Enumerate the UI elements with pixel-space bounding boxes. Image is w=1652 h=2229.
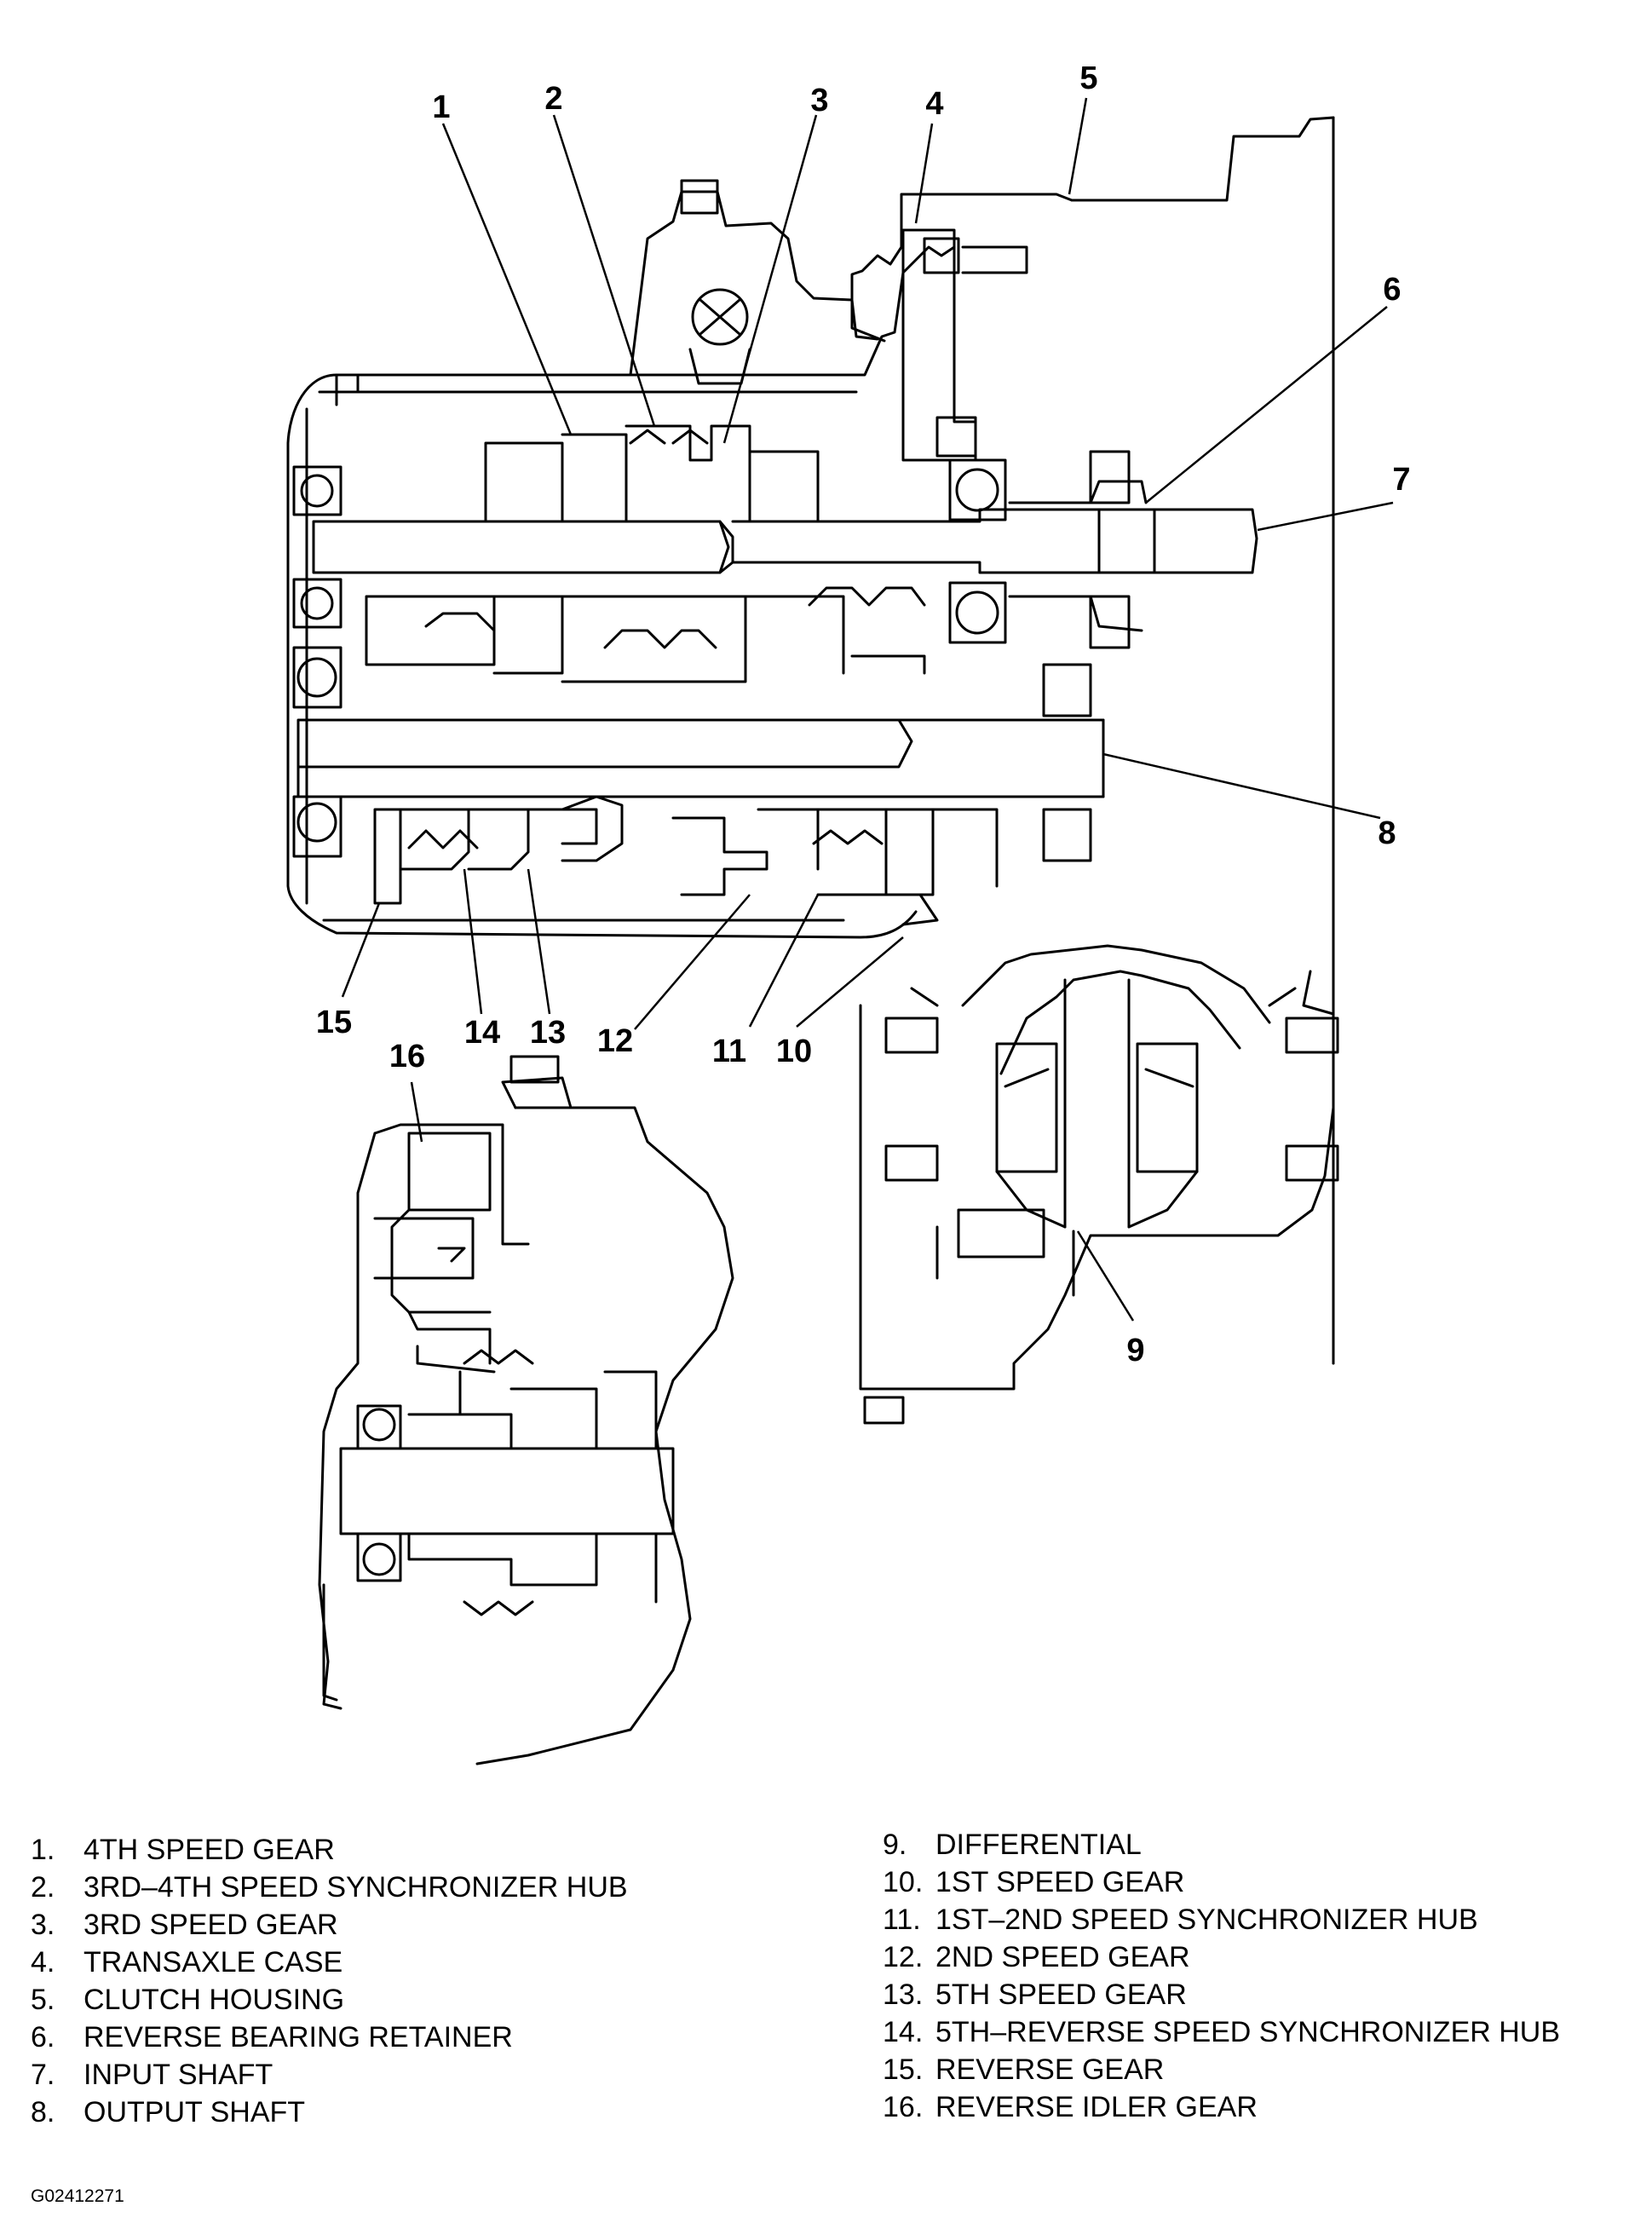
callout-7: 7 — [1392, 462, 1411, 498]
legend-number: 5. — [31, 1984, 55, 2016]
legend-label: 1ST SPEED GEAR — [935, 1866, 1185, 1898]
callout-3: 3 — [810, 83, 829, 118]
legend-item: 16. REVERSE IDLER GEAR — [883, 2091, 1258, 2124]
legend-label: OUTPUT SHAFT — [83, 2096, 306, 2128]
legend-number: 2. — [31, 1871, 55, 1904]
legend-label: 4TH SPEED GEAR — [83, 1834, 335, 1866]
legend-item: 13. 5TH SPEED GEAR — [883, 1978, 1187, 2012]
legend-label: 3RD SPEED GEAR — [83, 1909, 338, 1941]
legend-label: INPUT SHAFT — [83, 2059, 273, 2091]
legend-item: 9. DIFFERENTIAL — [883, 1829, 1142, 1862]
legend-number: 8. — [31, 2096, 55, 2128]
legend-label: DIFFERENTIAL — [935, 1829, 1142, 1861]
legend-number: 13. — [883, 1978, 924, 2011]
legend-label: 1ST–2ND SPEED SYNCHRONIZER HUB — [935, 1904, 1478, 1936]
legend-number: 10. — [883, 1866, 924, 1898]
legend-item: 6. REVERSE BEARING RETAINER — [31, 2021, 513, 2054]
transaxle-cross-section-diagram — [286, 97, 1394, 1765]
figure-code: G02412271 — [31, 2186, 124, 2206]
legend-number: 11. — [883, 1904, 921, 1936]
legend-number: 3. — [31, 1909, 55, 1941]
legend-number: 6. — [31, 2021, 55, 2053]
callout-13: 13 — [529, 1015, 567, 1051]
callout-8: 8 — [1378, 815, 1396, 851]
legend-label: REVERSE IDLER GEAR — [935, 2091, 1258, 2123]
legend-item: 7. INPUT SHAFT — [31, 2059, 273, 2092]
callout-14: 14 — [463, 1015, 501, 1051]
legend-label: 2ND SPEED GEAR — [935, 1941, 1190, 1973]
legend-item: 10. 1ST SPEED GEAR — [883, 1866, 1184, 1899]
legend-label: 5TH SPEED GEAR — [935, 1978, 1187, 2011]
reverse-bearing-retainer — [1008, 480, 1148, 504]
callout-12: 12 — [596, 1023, 634, 1059]
callout-6: 6 — [1383, 272, 1402, 308]
output-shaft — [296, 718, 913, 769]
legend-item: 8. OUTPUT SHAFT — [31, 2096, 305, 2129]
legend-label: REVERSE GEAR — [935, 2053, 1165, 2086]
callout-16: 16 — [389, 1039, 426, 1074]
legend-number: 7. — [31, 2059, 55, 2091]
legend-item: 12. 2ND SPEED GEAR — [883, 1941, 1190, 1974]
legend-number: 14. — [883, 2016, 924, 2048]
callout-2: 2 — [544, 81, 563, 117]
callout-11: 11 — [711, 1034, 747, 1069]
legend-label: REVERSE BEARING RETAINER — [83, 2021, 513, 2053]
legend-item: 5. CLUTCH HOUSING — [31, 1984, 344, 2017]
legend-item: 3. 3RD SPEED GEAR — [31, 1909, 338, 1942]
callout-15: 15 — [315, 1005, 353, 1040]
callout-9: 9 — [1126, 1333, 1145, 1368]
callout-4: 4 — [925, 86, 944, 122]
reverse-idler-assembly — [475, 1106, 734, 1765]
callout-5: 5 — [1079, 60, 1098, 96]
legend-number: 4. — [31, 1946, 55, 1978]
legend-item: 2. 3RD–4TH SPEED SYNCHRONIZER HUB — [31, 1871, 628, 1904]
input-shaft — [312, 520, 734, 574]
legend-label: CLUTCH HOUSING — [83, 1984, 345, 2016]
legend-number: 1. — [31, 1834, 55, 1866]
callout-1: 1 — [432, 89, 451, 125]
legend-number: 16. — [883, 2091, 924, 2123]
legend-item: 14. 5TH–REVERSE SPEED SYNCHRONIZER HUB — [883, 2016, 1560, 2049]
legend-label: 3RD–4TH SPEED SYNCHRONIZER HUB — [83, 1871, 628, 1904]
legend-number: 9. — [883, 1829, 907, 1861]
legend-number: 15. — [883, 2053, 924, 2086]
transaxle-case-outline — [286, 245, 956, 939]
legend-item: 15. REVERSE GEAR — [883, 2053, 1164, 2087]
legend-label: 5TH–REVERSE SPEED SYNCHRONIZER HUB — [935, 2016, 1561, 2048]
legend-number: 12. — [883, 1941, 924, 1973]
legend-item: 11. 1ST–2ND SPEED SYNCHRONIZER HUB — [883, 1904, 1478, 1937]
differential-housing — [859, 1004, 1335, 1391]
legend-item: 4. TRANSAXLE CASE — [31, 1946, 342, 1979]
legend-item: 1. 4TH SPEED GEAR — [31, 1834, 335, 1867]
callout-10: 10 — [775, 1034, 813, 1069]
legend-label: TRANSAXLE CASE — [83, 1946, 343, 1978]
